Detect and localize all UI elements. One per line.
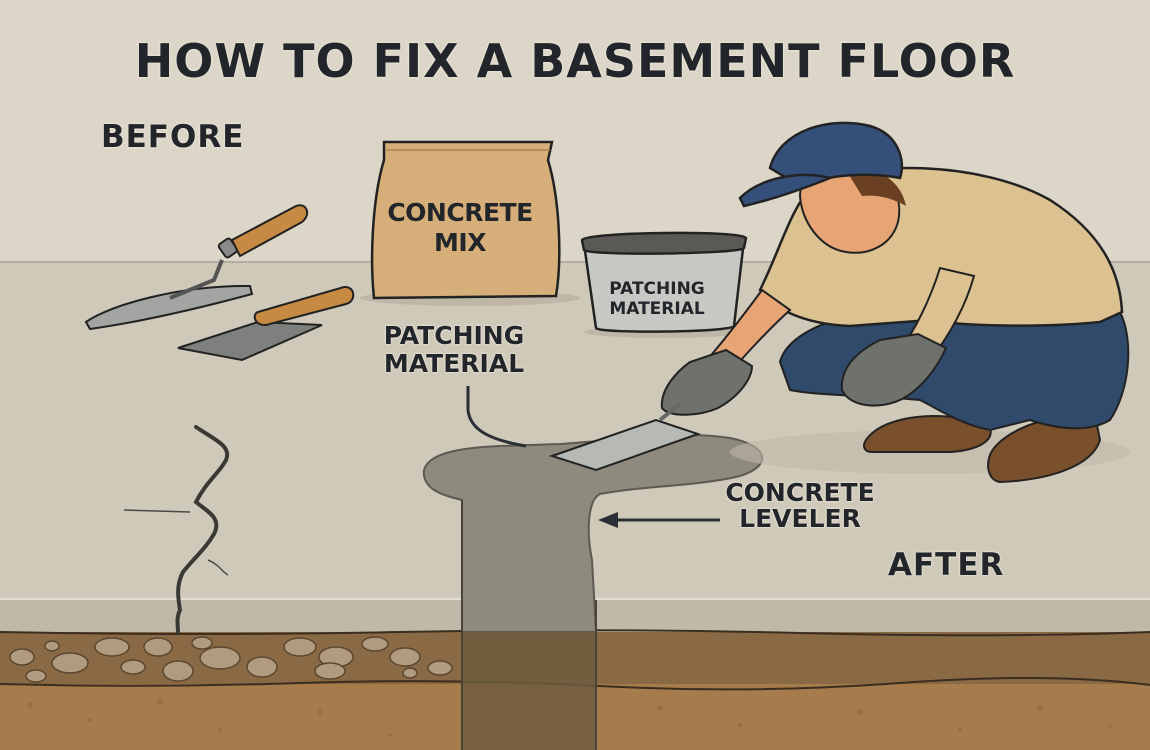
trowel-in-hand [548,418,702,472]
bag-label-line1: CONCRETE [387,198,533,227]
crouching-worker-icon [548,121,1130,484]
before-label: BEFORE [101,119,245,155]
gravel-stones [9,636,453,683]
floor-crack-icon [123,425,230,634]
tub-label-line1: PATCHING [609,279,705,299]
concrete-mix-bag-icon [360,140,580,306]
leveler-callout-line2: LEVELER [739,504,861,533]
patching-tub-icon [580,231,748,338]
patching-tub-label: PATCHING MATERIAL [590,279,724,319]
patch-callout-line1: PATCHING [383,321,525,350]
patch-callout-line2: MATERIAL [383,349,525,378]
bag-label-line2: MIX [434,228,486,257]
concrete-mix-bag-label: CONCRETE MIX [372,198,548,258]
arrow-left-icon [598,512,720,528]
page-title: HOW TO FIX A BASEMENT FLOOR [134,34,1016,88]
patching-material-callout: PATCHING MATERIAL [364,322,544,378]
concrete-leveler-pour-icon [422,433,763,750]
pointed-trowel-icon [84,204,309,331]
after-label: AFTER [888,547,1005,583]
flat-trowel-icon [177,286,355,362]
callout-line [466,386,527,448]
leveler-callout-line1: CONCRETE [725,478,875,507]
concrete-leveler-callout: CONCRETE LEVELER [700,480,900,532]
tub-label-line2: MATERIAL [609,299,705,319]
